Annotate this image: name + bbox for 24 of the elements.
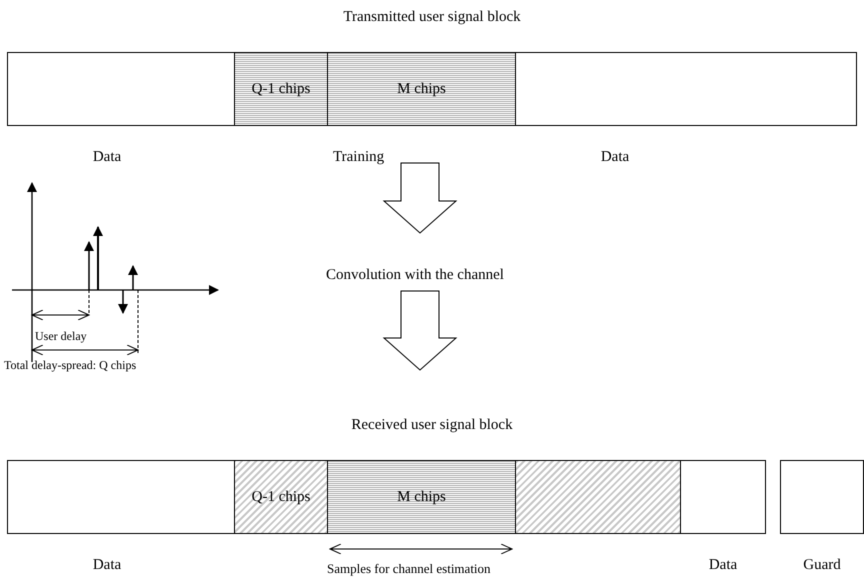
data-segment xyxy=(780,460,864,534)
block-title: Received user signal block xyxy=(350,416,514,435)
block-title: Transmitted user signal block xyxy=(342,8,522,27)
segment-caption: Data xyxy=(92,148,122,167)
label-text: Samples for channel estimation xyxy=(327,560,491,578)
segment-caption: Data xyxy=(708,556,738,575)
data-segment xyxy=(680,460,766,534)
segment-caption: Data xyxy=(92,556,122,575)
chip-segment: M chips xyxy=(327,52,516,126)
chip-segment: Q-1 chips xyxy=(234,52,328,126)
chip-segment: Q-1 chips xyxy=(234,460,328,534)
label-text: User delay xyxy=(35,328,87,345)
chip-segment: M chips xyxy=(327,460,516,534)
block-arrow xyxy=(382,290,458,371)
segment-caption: Guard xyxy=(803,556,841,575)
label-text: Total delay-spread: Q chips xyxy=(4,357,136,374)
block-arrow xyxy=(382,162,458,234)
step-text: Convolution with the channel xyxy=(326,266,504,284)
data-segment xyxy=(7,52,235,126)
segment-caption: Data xyxy=(600,148,630,167)
label-text: Training xyxy=(333,148,384,167)
data-segment xyxy=(7,460,235,534)
data-segment xyxy=(515,460,681,534)
data-segment xyxy=(515,52,857,126)
